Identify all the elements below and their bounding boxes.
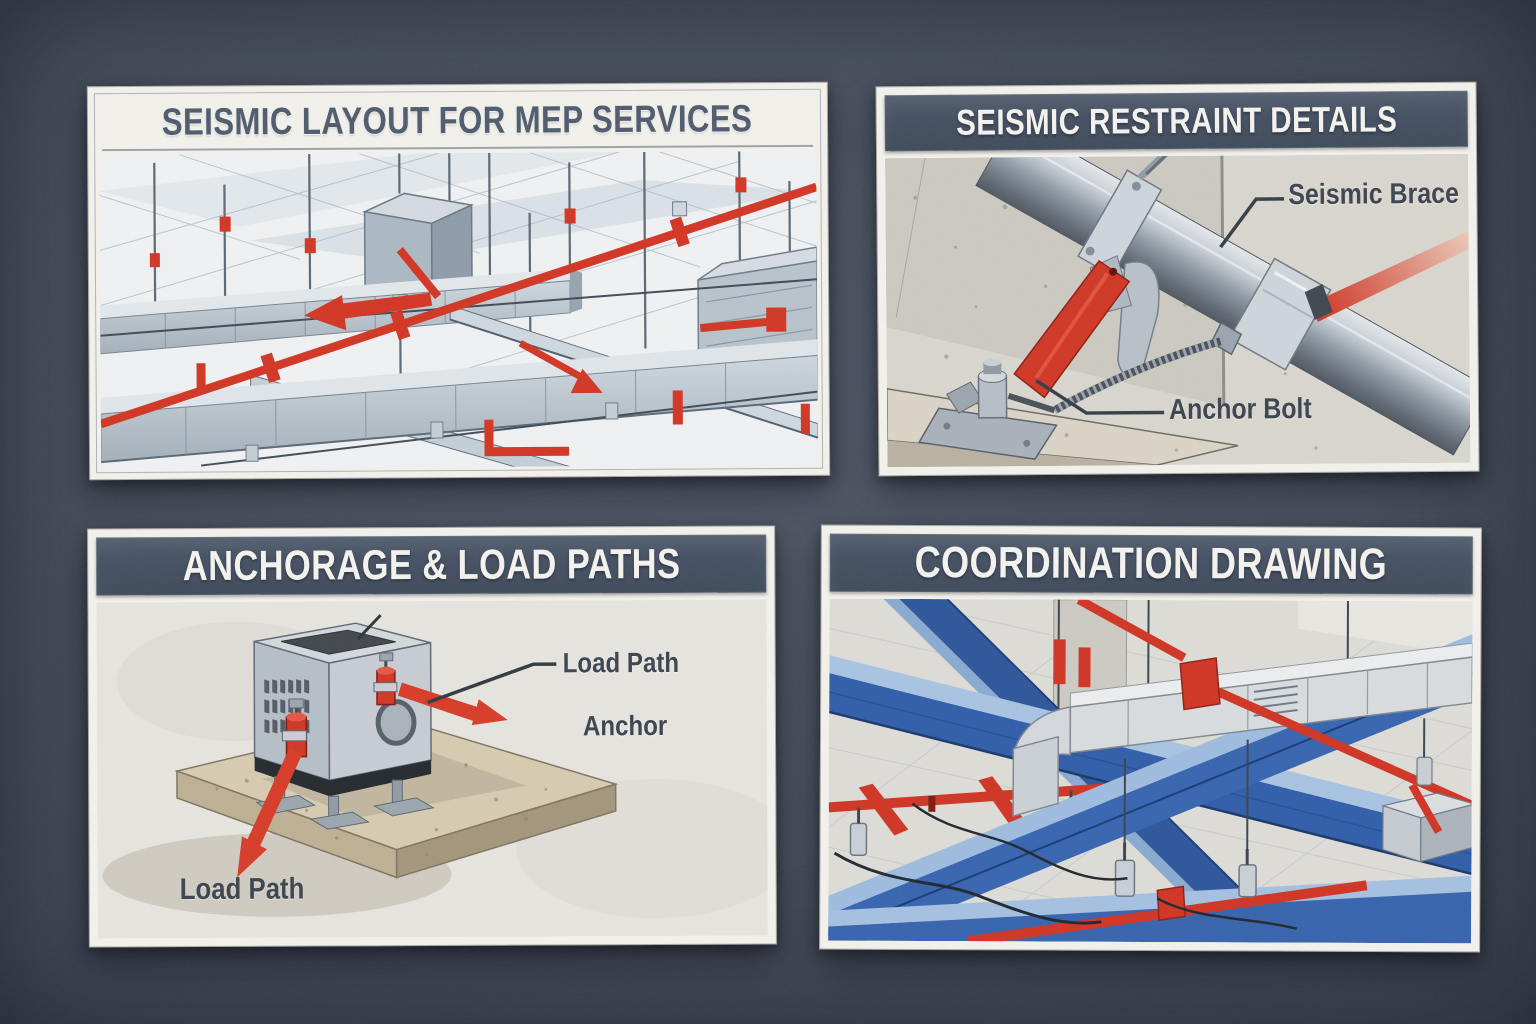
label-load-path-bottom: Load Path <box>179 872 305 907</box>
panel-seismic-layout: SEISMIC LAYOUT FOR MEP SERVICES <box>86 81 831 481</box>
panel-title: SEISMIC LAYOUT FOR MEP SERVICES <box>162 97 753 144</box>
panel-coordination-drawing: COORDINATION DRAWING <box>819 524 1482 953</box>
label-seismic-brace: Seismic Brace <box>1288 177 1460 212</box>
panel-header: SEISMIC LAYOUT FOR MEP SERVICES <box>101 92 814 152</box>
panel-header: SEISMIC RESTRAINT DETAILS <box>884 90 1468 152</box>
illustration-coordination <box>828 598 1473 944</box>
panel-title: ANCHORAGE & LOAD PATHS <box>182 539 681 590</box>
label-load-path-top: Load Path <box>562 646 680 679</box>
label-anchor-bolt: Anchor Bolt <box>1168 392 1312 427</box>
illustration-restraint-details: Seismic Brace Anchor Bolt <box>885 153 1471 468</box>
panel-title: COORDINATION DRAWING <box>914 537 1388 590</box>
illustration-seismic-layout <box>99 150 819 470</box>
panel-header: COORDINATION DRAWING <box>829 533 1473 595</box>
label-anchor: Anchor <box>582 709 668 742</box>
illustration-anchorage: Load Path Anchor Load Path <box>96 599 768 939</box>
panel-title: SEISMIC RESTRAINT DETAILS <box>955 98 1397 143</box>
port-circle <box>375 699 417 746</box>
panel-restraint-details: SEISMIC RESTRAINT DETAILS <box>875 81 1480 477</box>
panel-header: ANCHORAGE & LOAD PATHS <box>96 534 767 596</box>
panel-anchorage-load-paths: ANCHORAGE & LOAD PATHS <box>87 525 777 948</box>
